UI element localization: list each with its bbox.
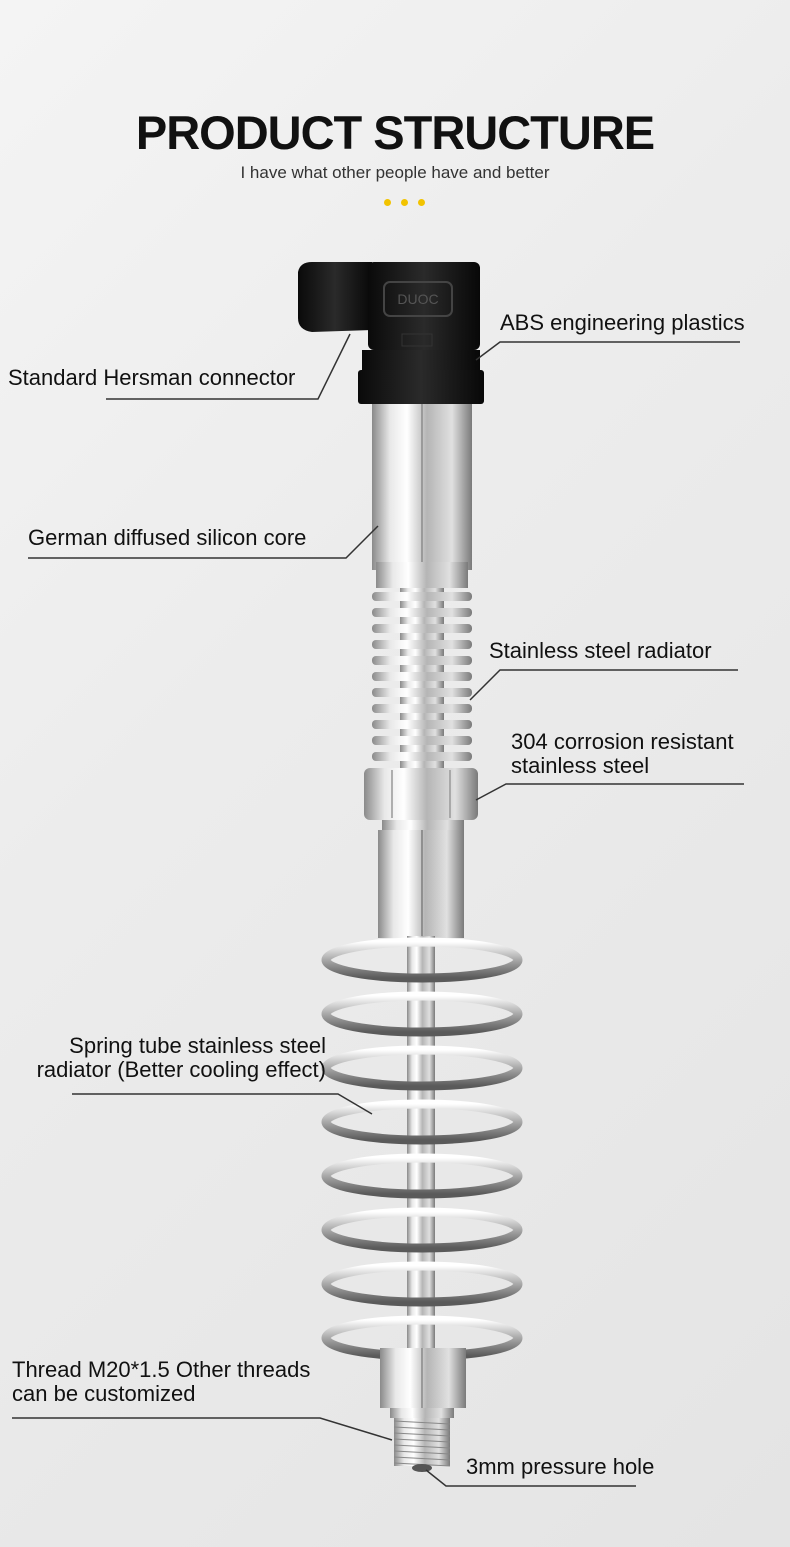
callout-304-steel: 304 corrosion resistant stainless steel	[511, 730, 734, 778]
page-subtitle: I have what other people have and better	[240, 163, 550, 182]
decorative-dots	[384, 199, 428, 207]
callout-spring-tube-line1: Spring tube stainless steel	[69, 1033, 326, 1058]
thread-fitting	[380, 1348, 466, 1472]
coil-turn	[321, 991, 523, 1037]
fin-radiator	[372, 588, 472, 768]
callout-hersman-connector: Standard Hersman connector	[8, 365, 296, 390]
radiator-fin	[372, 608, 472, 617]
dot-icon	[401, 199, 408, 206]
silicon-core-body	[372, 404, 472, 588]
radiator-fin	[372, 720, 472, 729]
connection-block	[378, 830, 464, 1356]
callout-spring-tube: Spring tube stainless steel radiator (Be…	[8, 1034, 326, 1082]
callout-304-steel-line1: 304 corrosion resistant	[511, 729, 734, 754]
connector-logo: DUOC	[397, 291, 438, 307]
leader-lines	[12, 333, 744, 1487]
coil-turn	[321, 1045, 523, 1091]
radiator-fin	[372, 688, 472, 697]
coil-turn	[321, 937, 523, 983]
callout-thread: Thread M20*1.5 Other threads can be cust…	[12, 1358, 310, 1406]
coil-turn	[321, 1153, 523, 1199]
callout-pressure-hole: 3mm pressure hole	[466, 1454, 655, 1479]
callout-thread-line2: can be customized	[12, 1381, 196, 1406]
callout-thread-line1: Thread M20*1.5 Other threads	[12, 1357, 311, 1382]
radiator-fin	[372, 736, 472, 745]
dot-icon	[418, 199, 425, 206]
hersman-connector: DUOC	[298, 262, 484, 404]
coil-turn	[321, 1261, 523, 1307]
radiator-fin	[372, 752, 472, 761]
radiator-fin	[372, 672, 472, 681]
coil-turn	[321, 1099, 523, 1145]
callout-304-steel-line2: stainless steel	[511, 753, 650, 778]
callout-spring-tube-line2: radiator (Better cooling effect)	[36, 1057, 326, 1082]
radiator-fin	[372, 704, 472, 713]
radiator-fin	[372, 624, 472, 633]
callout-abs-plastics: ABS engineering plastics	[500, 310, 745, 335]
spring-coil	[321, 937, 523, 1361]
radiator-fin	[372, 592, 472, 601]
page-title: PRODUCT STRUCTURE	[135, 106, 655, 159]
dot-icon	[384, 199, 391, 206]
radiator-fin	[372, 640, 472, 649]
radiator-fin	[372, 656, 472, 665]
callout-steel-radiator: Stainless steel radiator	[489, 638, 712, 663]
coil-turn	[321, 1207, 523, 1253]
hex-nut	[364, 768, 478, 832]
callout-silicon-core: German diffused silicon core	[28, 525, 307, 550]
